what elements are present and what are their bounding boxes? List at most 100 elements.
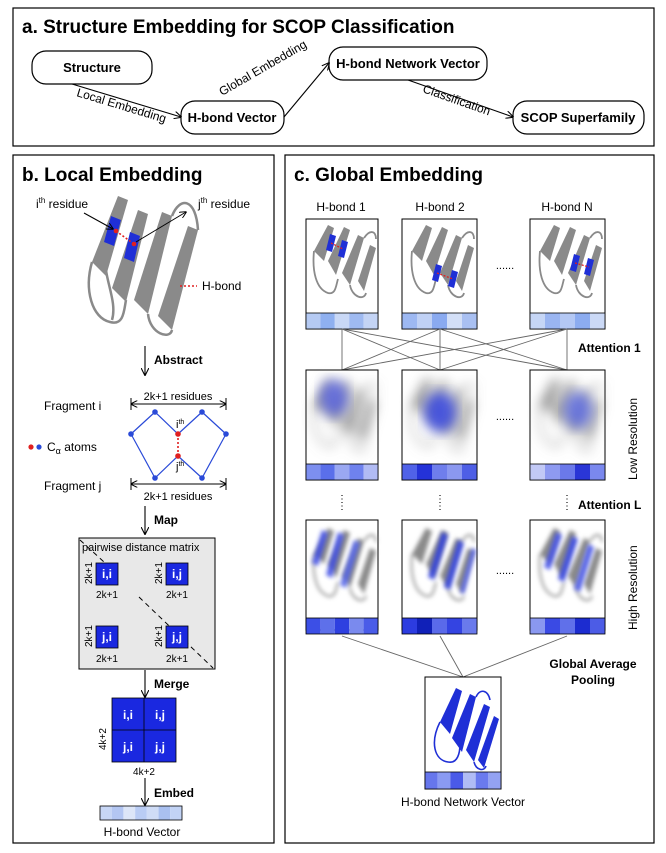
block-ii xyxy=(95,562,119,586)
row3-vector-cell xyxy=(447,618,462,634)
step-merge-label: Merge xyxy=(154,677,190,691)
row3-vector-cell xyxy=(306,618,321,634)
edge-classification xyxy=(407,79,513,117)
row3-vector-cell xyxy=(320,618,335,634)
row1-vector-border xyxy=(529,312,606,330)
row3-vector-cell xyxy=(334,618,350,634)
ca-legend-red xyxy=(28,444,34,450)
final-vector-strip xyxy=(424,771,502,790)
row2-card-2 xyxy=(401,369,478,481)
row3-card-2 xyxy=(401,519,478,631)
hbond-legend-label: H-bond xyxy=(202,279,241,293)
edge-classification-label: Classification xyxy=(421,82,492,119)
pooling-label-line2: Pooling xyxy=(571,673,615,687)
merged-matrix xyxy=(111,697,177,763)
hbond-vector-cell xyxy=(170,806,182,820)
row3-vector-border xyxy=(401,617,478,635)
row1-vector-cell xyxy=(590,313,605,329)
row3-vector-cell xyxy=(349,618,364,634)
low-resolution-label: Low Resolution xyxy=(626,398,640,480)
row2-vector-cell xyxy=(402,464,417,480)
hbond-vector-border xyxy=(99,805,183,821)
edge-local xyxy=(71,83,181,117)
row2-vector-cell xyxy=(545,464,560,480)
network-vector-label: H-bond Network Vector xyxy=(401,795,525,809)
block-jj-label: j,j xyxy=(171,630,182,644)
node-network-vector-label: H-bond Network Vector xyxy=(336,56,480,71)
row1-card-1 xyxy=(305,218,379,330)
row2-vector-border xyxy=(305,463,379,481)
fragment-i-label: Fragment i xyxy=(44,399,101,413)
row1-vector-cell xyxy=(402,313,417,329)
row1-vector-cell xyxy=(320,313,335,329)
block-size-ij-bottom: 2k+1 xyxy=(166,590,188,601)
row3-vector-cell xyxy=(545,618,560,634)
final-vector-cell xyxy=(463,772,476,789)
panel-b-title: b. Local Embedding xyxy=(22,165,203,186)
row1-vector-cell xyxy=(462,313,477,329)
hbond-vector-cell xyxy=(111,806,124,820)
jth-label: jth xyxy=(175,461,184,473)
row2-vector-cell xyxy=(363,464,378,480)
row1-vector-cell xyxy=(432,313,447,329)
attention-1-label: Attention 1 xyxy=(578,341,641,355)
final-vector-cell xyxy=(425,772,438,789)
block-ji-label: j,i xyxy=(101,630,112,644)
panel-c-title: c. Global Embedding xyxy=(294,165,483,186)
row1-vector-cell xyxy=(334,313,350,329)
row3-card-n xyxy=(529,519,606,631)
row3-ellipsis: ...... xyxy=(496,565,514,577)
block-size-ji-bottom: 2k+1 xyxy=(96,654,118,665)
row3-vector-cell xyxy=(590,618,605,634)
panel-a-title: a. Structure Embedding for SCOP Classifi… xyxy=(22,17,455,38)
row3-vector-cell xyxy=(363,618,378,634)
hbond-vector-label: H-bond Vector xyxy=(104,825,181,839)
row1-vector-cell xyxy=(545,313,560,329)
node-structure xyxy=(31,50,153,85)
row3-vector-cell xyxy=(432,618,447,634)
span-top-label: 2k+1 residues xyxy=(144,391,213,403)
block-ii-label: i,i xyxy=(102,567,112,581)
local-protein-illustration xyxy=(87,196,200,336)
attention-1-connections xyxy=(341,328,568,371)
final-vector-cell xyxy=(475,772,489,789)
merged-jj: j,j xyxy=(154,740,165,754)
panel-b-frame xyxy=(12,154,275,844)
vertical-ellipses xyxy=(341,495,568,512)
row1-vector-cell xyxy=(560,313,575,329)
block-size-ij-side: 2k+1 xyxy=(154,562,165,584)
row3-vector-cell xyxy=(530,618,545,634)
row2-ellipsis: ...... xyxy=(496,411,514,423)
row3-vector-cell xyxy=(417,618,432,634)
panel-a-frame xyxy=(12,7,655,147)
final-structure-card xyxy=(424,676,502,790)
row1-vector-cell xyxy=(349,313,364,329)
edge-global-label: Global Embedding xyxy=(217,37,310,98)
distance-matrix xyxy=(78,537,216,670)
block-ij xyxy=(165,562,189,586)
block-size-ii-bottom: 2k+1 xyxy=(96,590,118,601)
hbond-vector-cell xyxy=(100,806,112,820)
row2-vector-cell xyxy=(447,464,462,480)
block-jj xyxy=(165,625,189,649)
row3-vector-border xyxy=(529,617,606,635)
row1-card-2 xyxy=(401,218,478,330)
block-ji xyxy=(95,625,119,649)
merged-ji: j,i xyxy=(122,740,133,754)
merged-ii: i,i xyxy=(123,708,133,722)
row3-vector-cell xyxy=(575,618,590,634)
fragment-j-label: Fragment j xyxy=(44,479,101,493)
residue-i-label: ith residue xyxy=(36,196,88,211)
row3-vector-cell xyxy=(402,618,417,634)
ith-label: ith xyxy=(176,419,184,431)
node-superfamily-label: SCOP Superfamily xyxy=(521,110,636,125)
edge-global xyxy=(283,63,329,118)
row2-vector-cell xyxy=(575,464,590,480)
ca-legend-blue xyxy=(36,444,42,450)
row1-card-n xyxy=(529,218,606,330)
residue-i-pointer xyxy=(83,212,113,229)
hbond-vector-cell xyxy=(158,806,171,820)
column-label-2: H-bond 2 xyxy=(415,200,465,214)
row1-vector-cell xyxy=(363,313,378,329)
